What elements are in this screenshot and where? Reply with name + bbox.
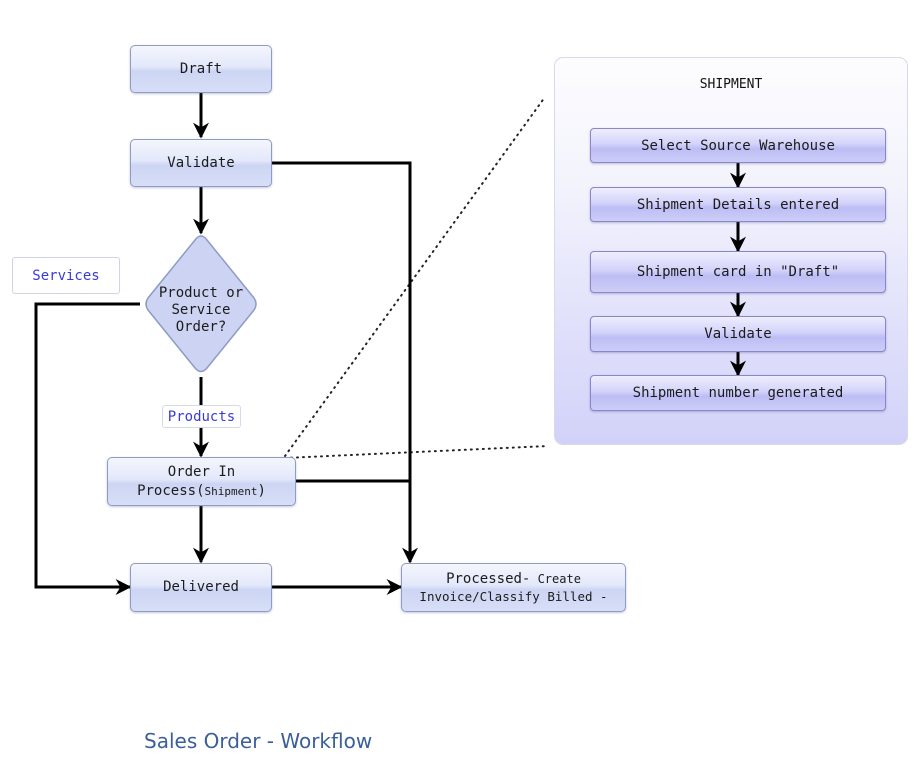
arrow-services-delivered [34, 302, 140, 595]
decision-label: Product or Service Order? [144, 285, 258, 336]
services-label-text: Services [32, 267, 100, 284]
shipment-title: SHIPMENT [699, 77, 763, 92]
arrow-validate-processed [272, 161, 418, 564]
node-processed[interactable]: Processed- Create Invoice/Classify Bille… [401, 563, 626, 612]
shipment-step-label: Shipment Details entered [636, 196, 840, 213]
callout-dotted-upper [284, 96, 546, 457]
shipment-step[interactable]: Select Source Warehouse [590, 128, 886, 163]
node-order-in-process[interactable]: Order In Process(Shipment) [107, 457, 296, 506]
shipment-step[interactable]: Shipment number generated [590, 375, 886, 411]
decision-line-3: Order? [175, 319, 227, 335]
shipment-step-label: Shipment card in "Draft" [636, 264, 840, 280]
shipment-step-label: Shipment number generated [632, 385, 844, 401]
order-in-process-line-2: Process(Shipment) [137, 482, 266, 501]
node-draft[interactable]: Draft [130, 45, 272, 93]
node-validate-label: Validate [167, 154, 235, 171]
processed-main: Processed- [446, 570, 531, 587]
shipment-step[interactable]: Shipment card in "Draft" [590, 251, 886, 293]
shipment-step[interactable]: Shipment Details entered [590, 187, 886, 222]
order-in-process-main: Process( [137, 482, 205, 499]
node-draft-label: Draft [179, 60, 223, 77]
diagram-title: Sales Order - Workflow [144, 729, 373, 753]
callout-dotted-lower [284, 445, 549, 459]
decision-line-2: Service [171, 302, 231, 318]
node-delivered[interactable]: Delivered [130, 563, 272, 612]
services-label: Services [12, 257, 120, 294]
node-delivered-label: Delivered [163, 579, 239, 595]
node-validate[interactable]: Validate [130, 139, 272, 187]
processed-line-1: Processed- Create [419, 571, 607, 588]
products-label-text: Products [167, 408, 236, 425]
order-in-process-end: ) [257, 482, 266, 499]
processed-line-2: Invoice/Classify Billed - [419, 588, 608, 604]
order-in-process-small: Shipment [204, 484, 258, 498]
products-label: Products [162, 405, 241, 428]
decision-line-1: Product or [158, 285, 244, 301]
decision-diamond [145, 235, 257, 373]
processed-small: Create [530, 571, 581, 586]
shipment-step-label: Validate [704, 326, 772, 342]
shipment-step-label: Select Source Warehouse [641, 137, 835, 154]
order-in-process-line-1: Order In [167, 463, 236, 480]
shipment-step[interactable]: Validate [590, 316, 886, 352]
